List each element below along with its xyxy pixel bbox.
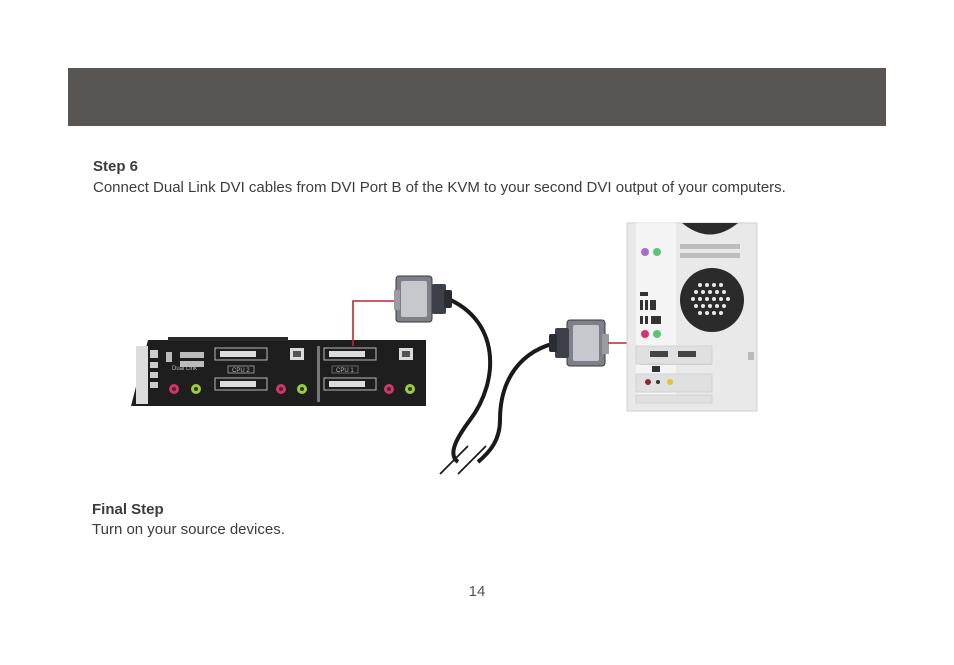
- dvi-connector-kvm-end: [394, 275, 452, 323]
- final-step-title: Final Step: [92, 501, 164, 518]
- kvm-console-ports: [150, 350, 204, 388]
- computer-fan: [680, 268, 744, 332]
- step-6-instruction: Connect Dual Link DVI cables from DVI Po…: [93, 179, 786, 196]
- page-number: 14: [468, 583, 486, 600]
- kvm-cpu2-ports: CPU 2: [214, 347, 307, 394]
- kvm-brand-text: Dual Link: [172, 366, 198, 372]
- dvi-connector-computer-end: [549, 319, 609, 367]
- ps2-mouse-port: [653, 248, 661, 256]
- final-step-instruction: Turn on your source devices.: [92, 521, 285, 538]
- dvi-cable: [439, 296, 561, 475]
- kvm-switch: Dual Link CPU 2 CPU 1: [131, 337, 426, 406]
- kvm-cpu2-label: CPU 2: [232, 368, 250, 374]
- step-6-title: Step 6: [93, 158, 139, 175]
- computer-dvi-port-1: [650, 351, 668, 357]
- kvm-cpu1-label: CPU 1: [336, 368, 354, 374]
- computer-tower: [626, 222, 758, 412]
- kvm-port-indicator-line: [352, 300, 396, 346]
- kvm-cpu1-ports: CPU 1: [317, 346, 415, 402]
- ps2-keyboard-port: [641, 248, 649, 256]
- computer-dvi-port-2: [678, 351, 696, 357]
- header-bar: [68, 68, 886, 126]
